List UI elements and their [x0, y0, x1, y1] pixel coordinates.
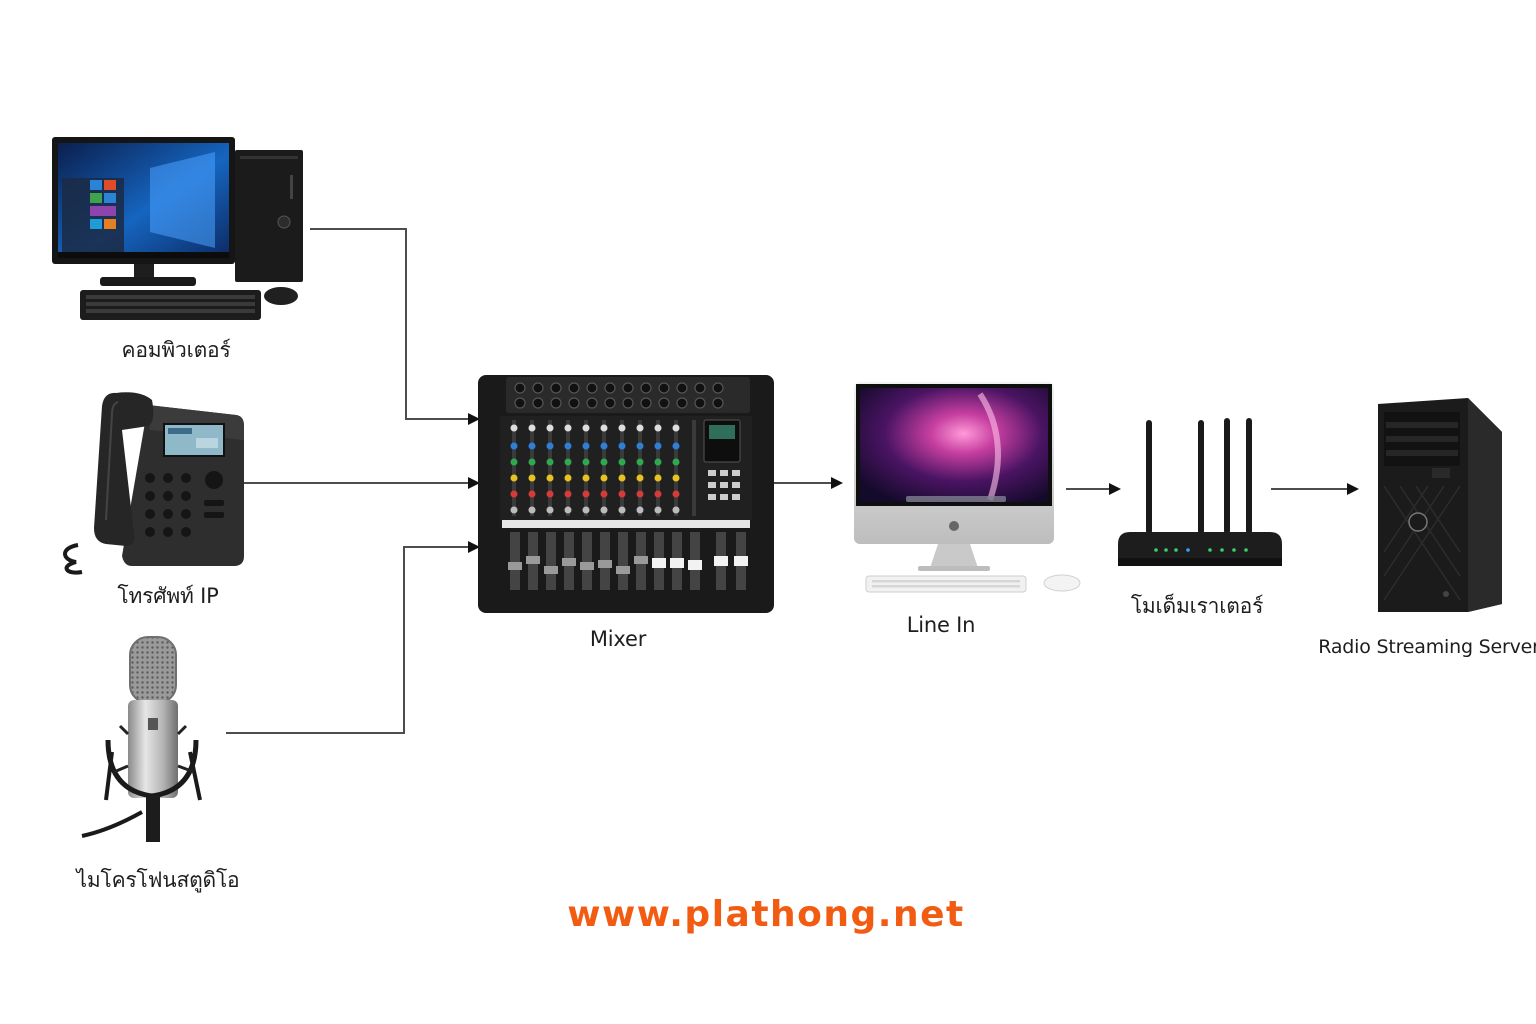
tower-server-icon: [1378, 398, 1502, 612]
desktop-computer-icon: [52, 137, 303, 320]
edge-microphone-to-mixer: [226, 541, 480, 734]
ip-phone-icon: [63, 392, 244, 575]
computer-label: คอมพิวเตอร์: [121, 338, 231, 362]
footer-website-link[interactable]: www.plathong.net: [567, 894, 965, 935]
imac-computer-icon: [854, 382, 1081, 593]
studio-microphone-icon: [81, 636, 202, 842]
microphone-label: ไมโครโฟนสตูดิโอ: [76, 868, 240, 892]
connections: [226, 228, 1359, 734]
router-label: โมเด็มเราเตอร์: [1130, 594, 1264, 618]
server-label: Radio Streaming Server: [1318, 636, 1536, 658]
imac-label: Line In: [906, 613, 976, 637]
ip-phone-label: โทรศัพท์ IP: [117, 584, 219, 608]
mixer-label: Mixer: [589, 627, 647, 651]
modem-router-icon: [1118, 418, 1282, 566]
edge-computer-to-mixer: [310, 228, 480, 425]
audio-mixer-icon: [478, 375, 774, 613]
